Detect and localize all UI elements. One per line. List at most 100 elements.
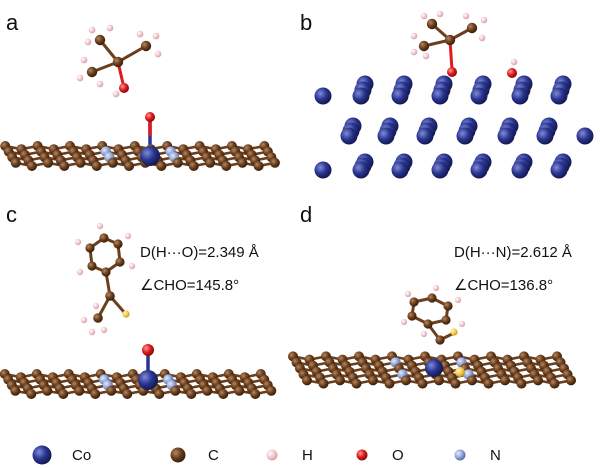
- c-atom: [93, 313, 103, 323]
- o-atom: [119, 83, 129, 93]
- co-atom: [431, 161, 449, 179]
- h-atom: [404, 290, 412, 298]
- legend-swatch-co: [32, 445, 52, 465]
- co-atom: [391, 87, 409, 105]
- c-atom: [26, 161, 37, 171]
- c-atom: [417, 378, 428, 389]
- c-atom: [10, 157, 21, 168]
- c-atom: [101, 267, 111, 277]
- co-atom: [497, 127, 515, 145]
- co-atom: [431, 87, 449, 105]
- c-atom: [105, 291, 115, 301]
- c-atom: [59, 161, 70, 171]
- h-atom: [74, 238, 82, 246]
- co-atom: [470, 161, 488, 179]
- o-atom: [142, 344, 154, 356]
- annotation-d-angle: ∠CHO=136.8°: [454, 277, 553, 294]
- c-atom: [26, 389, 37, 399]
- c-atom: [170, 385, 181, 396]
- co-atom: [550, 161, 568, 179]
- s-atom: [455, 367, 465, 377]
- c-atom: [113, 239, 123, 249]
- h-atom: [432, 284, 440, 292]
- h-atom: [420, 330, 428, 338]
- c-atom: [483, 378, 494, 389]
- c-atom: [172, 157, 183, 168]
- c-atom: [500, 375, 510, 386]
- c-atom: [86, 66, 98, 78]
- h-atom: [124, 232, 132, 240]
- c-atom: [115, 257, 125, 267]
- c-atom: [409, 297, 419, 307]
- c-atom: [516, 378, 527, 389]
- co-atom: [377, 127, 395, 145]
- h-atom: [410, 48, 418, 56]
- c-atom: [10, 385, 21, 396]
- h-atom: [88, 328, 96, 336]
- c-atom: [253, 161, 264, 171]
- c-atom: [107, 157, 118, 168]
- c-atom: [106, 385, 117, 396]
- c-atom: [466, 22, 478, 34]
- c-atom: [441, 315, 451, 325]
- c-atom: [533, 375, 543, 386]
- c-atom: [467, 375, 477, 386]
- o-atom: [447, 67, 457, 77]
- c-atom: [450, 378, 461, 389]
- annotation-c-angle: ∠CHO=145.8°: [140, 277, 239, 294]
- legend-label-n: N: [490, 447, 501, 464]
- co-atom: [140, 146, 160, 166]
- c-atom: [444, 34, 456, 46]
- c-atom: [91, 161, 102, 171]
- c-atom: [205, 157, 216, 168]
- annotation-c-distance: D(H···O)=2.349 Å: [140, 244, 259, 261]
- c-atom: [43, 157, 54, 168]
- c-atom: [90, 389, 101, 399]
- c-atom: [85, 243, 95, 253]
- c-atom: [549, 378, 560, 389]
- c-atom: [418, 40, 430, 52]
- h-atom: [462, 12, 470, 20]
- c-atom: [112, 56, 124, 68]
- c-atom: [302, 375, 312, 386]
- c-atom: [122, 389, 133, 399]
- h-atom: [80, 56, 88, 64]
- c-atom: [74, 385, 85, 396]
- c-atom: [384, 378, 395, 389]
- c-atom: [318, 378, 329, 389]
- co-atom: [425, 359, 443, 377]
- co-atom: [314, 87, 332, 105]
- co-atom: [511, 161, 529, 179]
- legend-label-o: O: [392, 447, 404, 464]
- co-atom: [314, 161, 332, 179]
- c-atom: [58, 389, 69, 399]
- h-atom: [454, 296, 462, 304]
- co-atom: [340, 127, 358, 145]
- c-atom: [269, 157, 280, 168]
- c-atom: [423, 319, 433, 329]
- o-atom: [145, 112, 155, 122]
- h-atom: [76, 74, 84, 82]
- h-atom: [154, 50, 162, 58]
- h-atom: [106, 24, 114, 32]
- legend-swatch-n: [454, 449, 466, 461]
- s-atom: [122, 310, 130, 318]
- c-atom: [218, 389, 229, 399]
- c-atom: [407, 311, 417, 321]
- panel-label-c: c: [6, 202, 17, 227]
- c-atom: [87, 261, 97, 271]
- h-atom: [112, 90, 120, 98]
- h-atom: [422, 52, 430, 60]
- c-atom: [202, 385, 213, 396]
- c-atom: [426, 18, 438, 30]
- s-atom: [450, 328, 458, 336]
- c-atom: [99, 233, 109, 243]
- c-atom: [186, 389, 197, 399]
- h-atom: [128, 262, 136, 270]
- h-atom: [76, 268, 84, 276]
- c-atom: [427, 293, 437, 303]
- panel-label-d: d: [300, 202, 312, 227]
- h-atom: [84, 38, 92, 46]
